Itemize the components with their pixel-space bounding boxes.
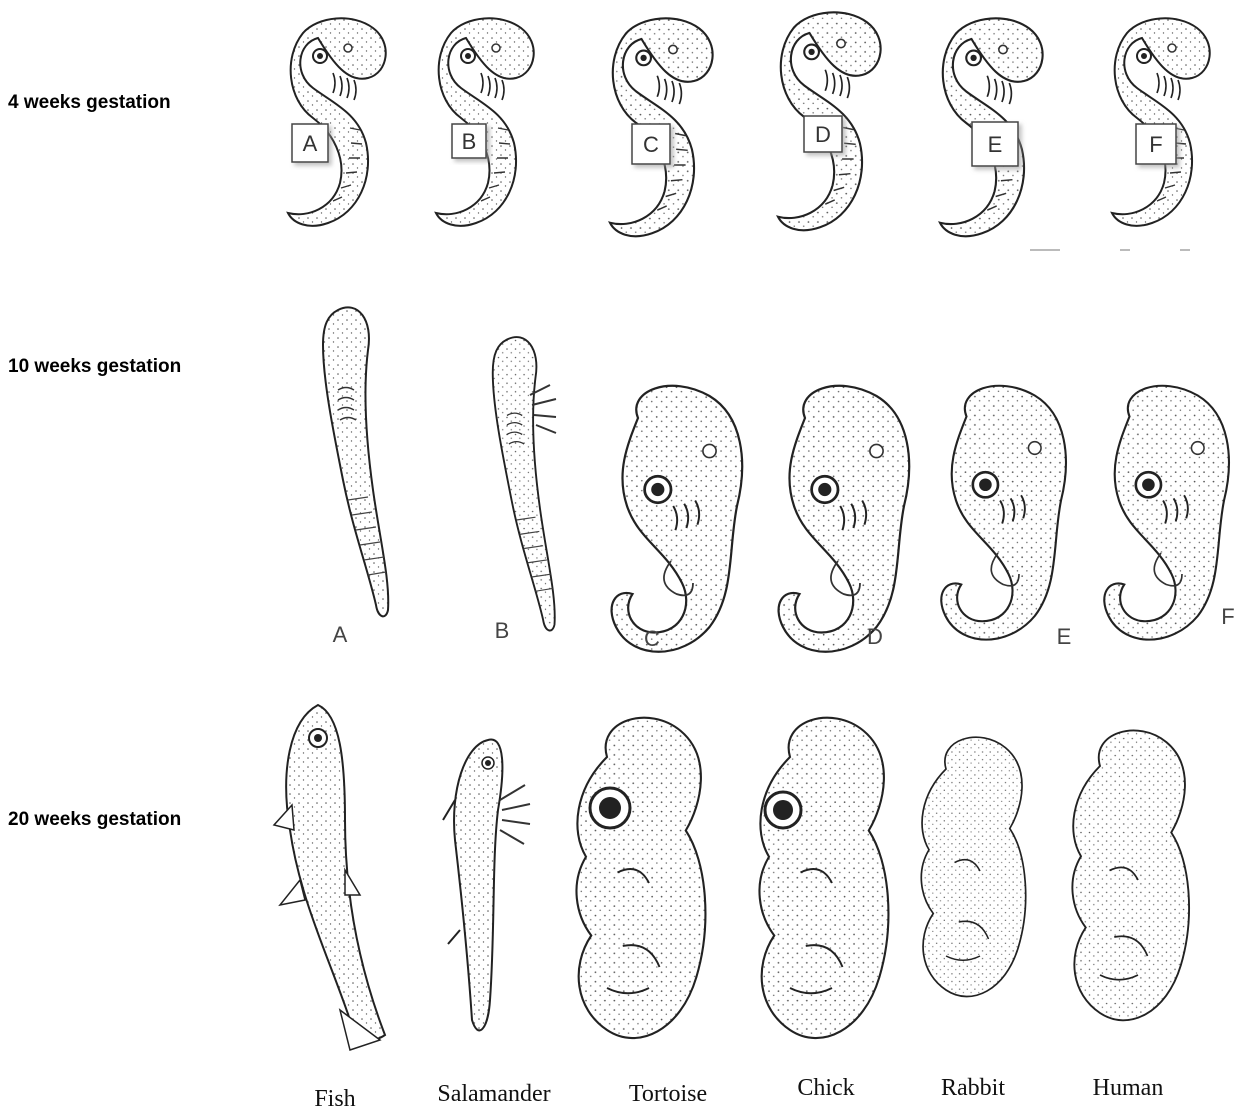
species-label-salamander: Salamander bbox=[437, 1081, 550, 1107]
row1-box-e: E bbox=[972, 122, 1018, 166]
row1-letter-b: B bbox=[462, 129, 477, 154]
row1-letter-e: E bbox=[988, 132, 1003, 157]
row1-letter-d: D bbox=[815, 122, 831, 147]
fish-drawing bbox=[274, 705, 385, 1050]
species-label-tortoise: Tortoise bbox=[629, 1081, 707, 1107]
row2-embryos bbox=[323, 307, 1229, 651]
row1-box-d: D bbox=[804, 116, 842, 152]
row1-embryos bbox=[288, 12, 1210, 250]
species-labels: Fish Salamander Tortoise Chick Rabbit Hu… bbox=[314, 1075, 1163, 1111]
row3-specimens bbox=[274, 705, 1189, 1050]
row2-letter-b: B bbox=[495, 618, 510, 643]
row1-letter-c: C bbox=[643, 132, 659, 157]
row2-letter-a: A bbox=[333, 622, 348, 647]
species-label-rabbit: Rabbit bbox=[941, 1075, 1005, 1101]
row1-letter-a: A bbox=[303, 131, 318, 156]
row1-letter-f: F bbox=[1149, 132, 1162, 157]
salamander-drawing bbox=[443, 740, 530, 1031]
row1-box-c: C bbox=[632, 124, 670, 164]
row1-box-f: F bbox=[1136, 124, 1176, 164]
row2-letter-d: D bbox=[867, 624, 883, 649]
species-label-chick: Chick bbox=[797, 1075, 854, 1101]
row1-box-b: B bbox=[452, 124, 486, 158]
row2-letter-e: E bbox=[1057, 624, 1072, 649]
row1-letter-boxes: A B C D E F bbox=[292, 116, 1176, 166]
species-label-human: Human bbox=[1093, 1075, 1164, 1101]
row2-letter-c: C bbox=[644, 626, 660, 651]
species-label-fish: Fish bbox=[314, 1086, 355, 1111]
row2-letter-f: F bbox=[1221, 604, 1234, 629]
row1-box-a: A bbox=[292, 124, 328, 162]
